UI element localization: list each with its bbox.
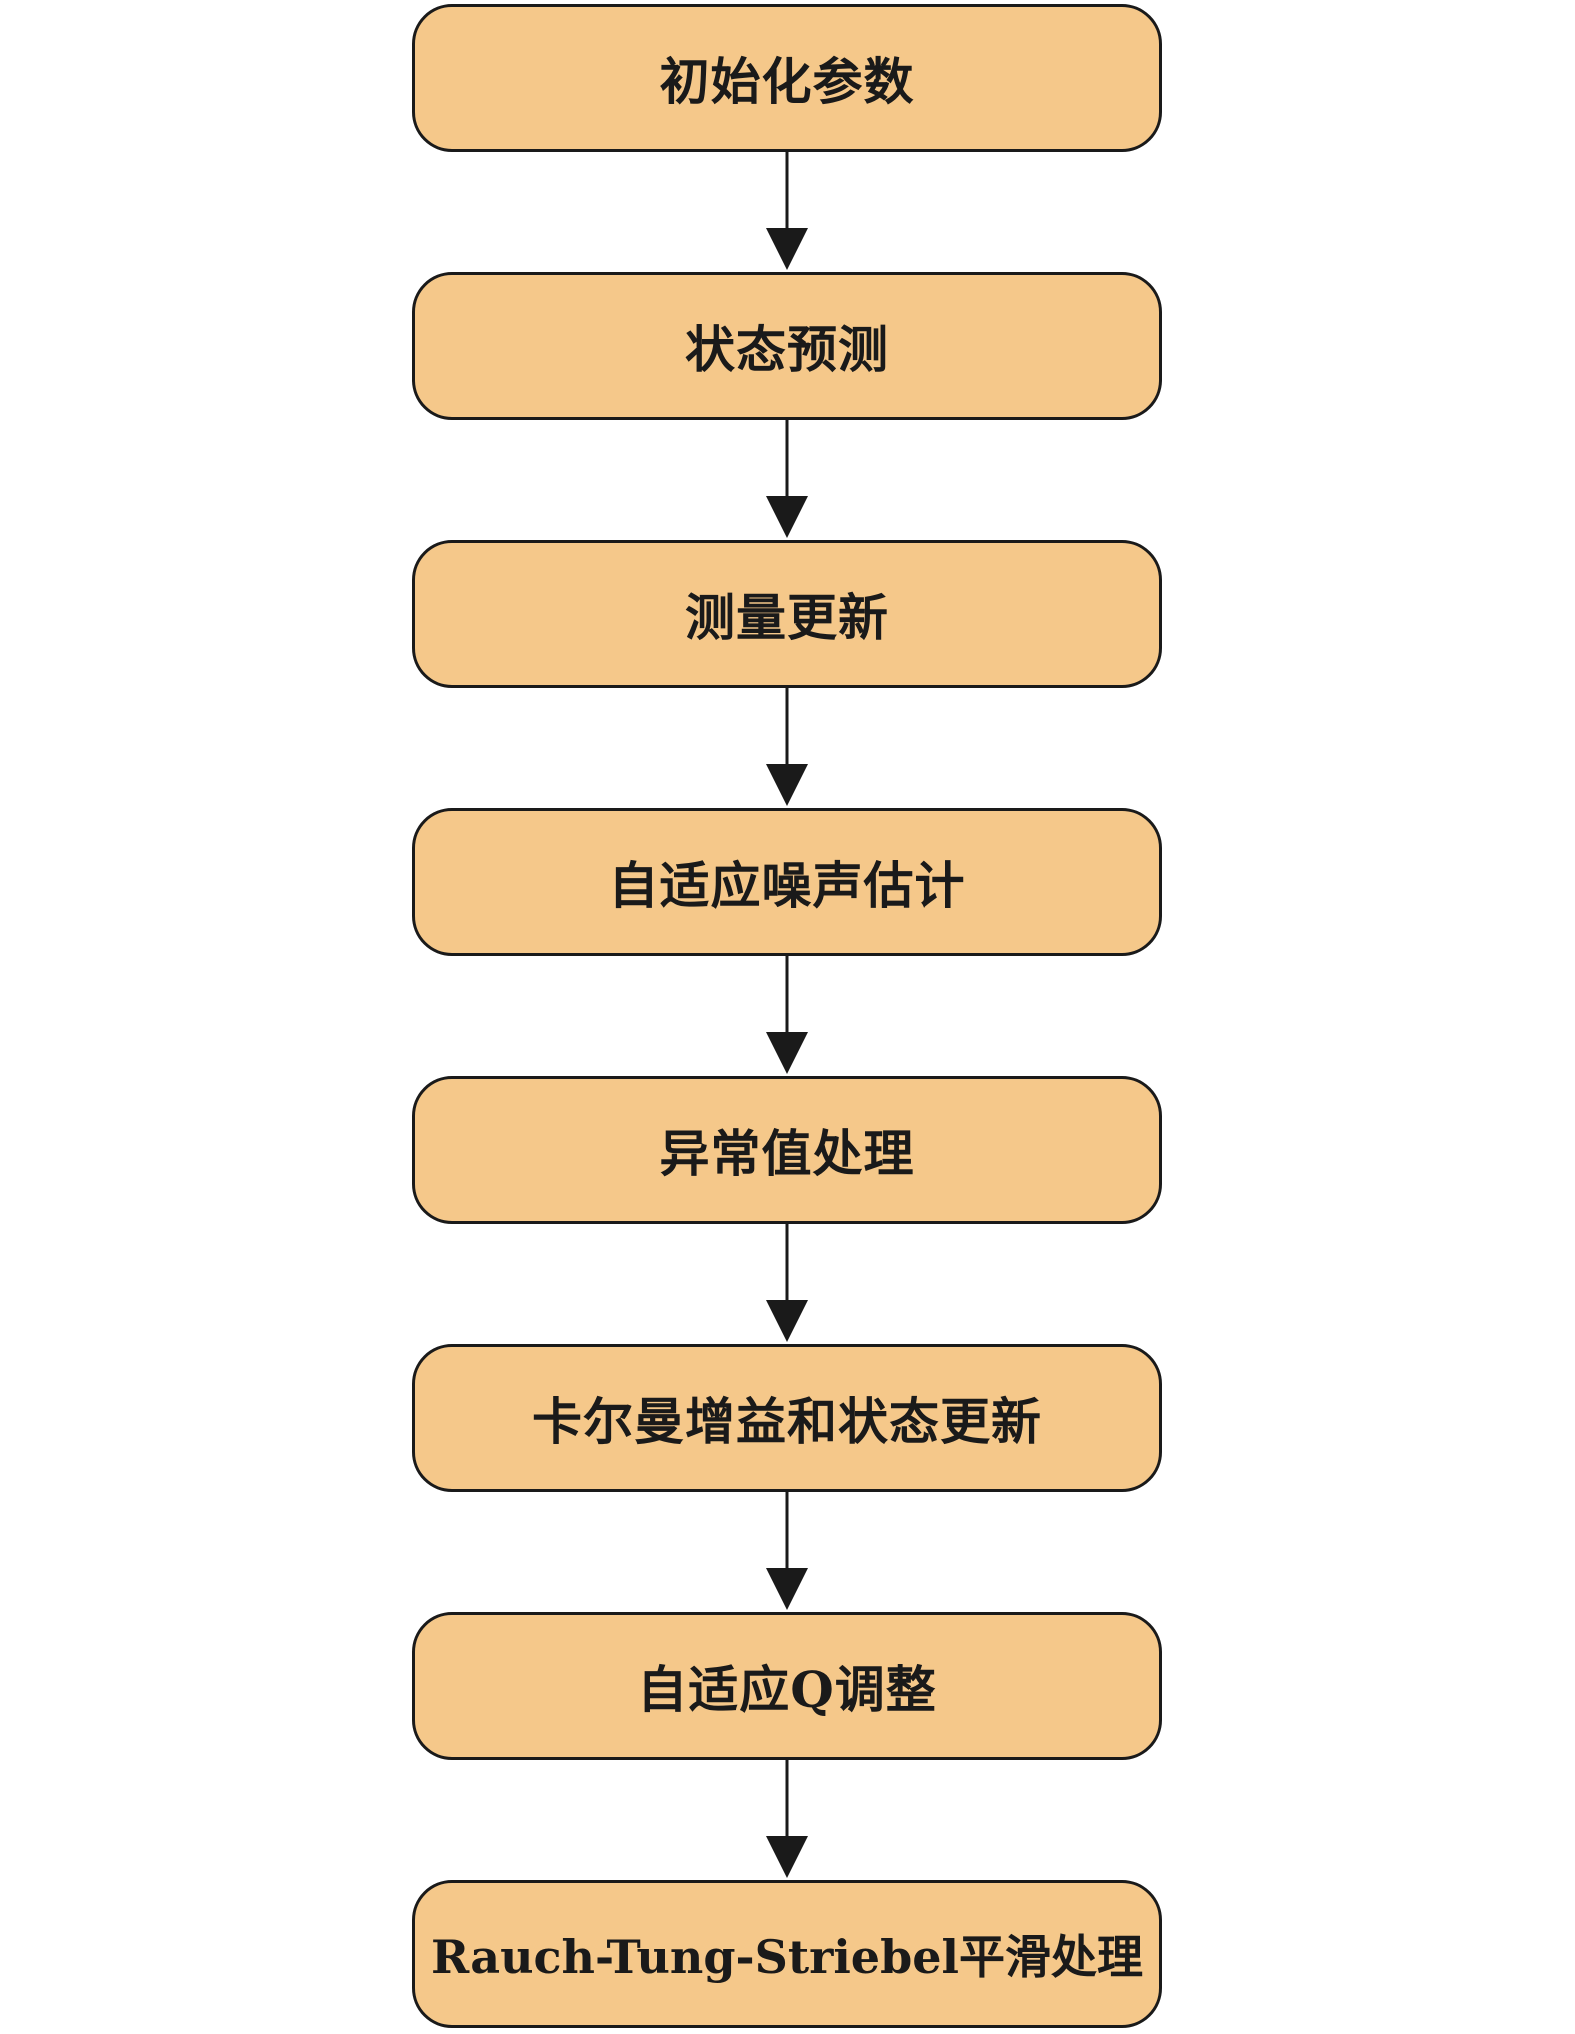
step-outlier-handling: 异常值处理 <box>412 1076 1162 1224</box>
arrow-2 <box>766 420 808 538</box>
step-label: 卡尔曼增益和状态更新 <box>532 1392 1042 1451</box>
arrow-5 <box>766 1224 808 1342</box>
step-state-prediction: 状态预测 <box>412 272 1162 420</box>
step-label: 自适应噪声估计 <box>608 856 966 915</box>
step-initialize-parameters: 初始化参数 <box>412 4 1162 152</box>
step-adaptive-q-adjustment: 自适应Q调整 <box>412 1612 1162 1760</box>
step-label: 初始化参数 <box>659 52 915 111</box>
step-label: 自适应Q调整 <box>637 1660 937 1719</box>
step-measurement-update: 测量更新 <box>412 540 1162 688</box>
step-label: 异常值处理 <box>659 1124 915 1183</box>
step-label: 测量更新 <box>685 588 889 647</box>
arrow-1 <box>766 152 808 270</box>
step-rts-smoothing: Rauch-Tung-Striebel平滑处理 <box>412 1880 1162 2028</box>
step-label: Rauch-Tung-Striebel平滑处理 <box>431 1930 1143 1984</box>
arrow-3 <box>766 688 808 806</box>
step-kalman-gain-state-update: 卡尔曼增益和状态更新 <box>412 1344 1162 1492</box>
arrow-7 <box>766 1760 808 1878</box>
step-label: 状态预测 <box>685 320 889 379</box>
arrow-6 <box>766 1492 808 1610</box>
arrow-4 <box>766 956 808 1074</box>
step-adaptive-noise-estimation: 自适应噪声估计 <box>412 808 1162 956</box>
